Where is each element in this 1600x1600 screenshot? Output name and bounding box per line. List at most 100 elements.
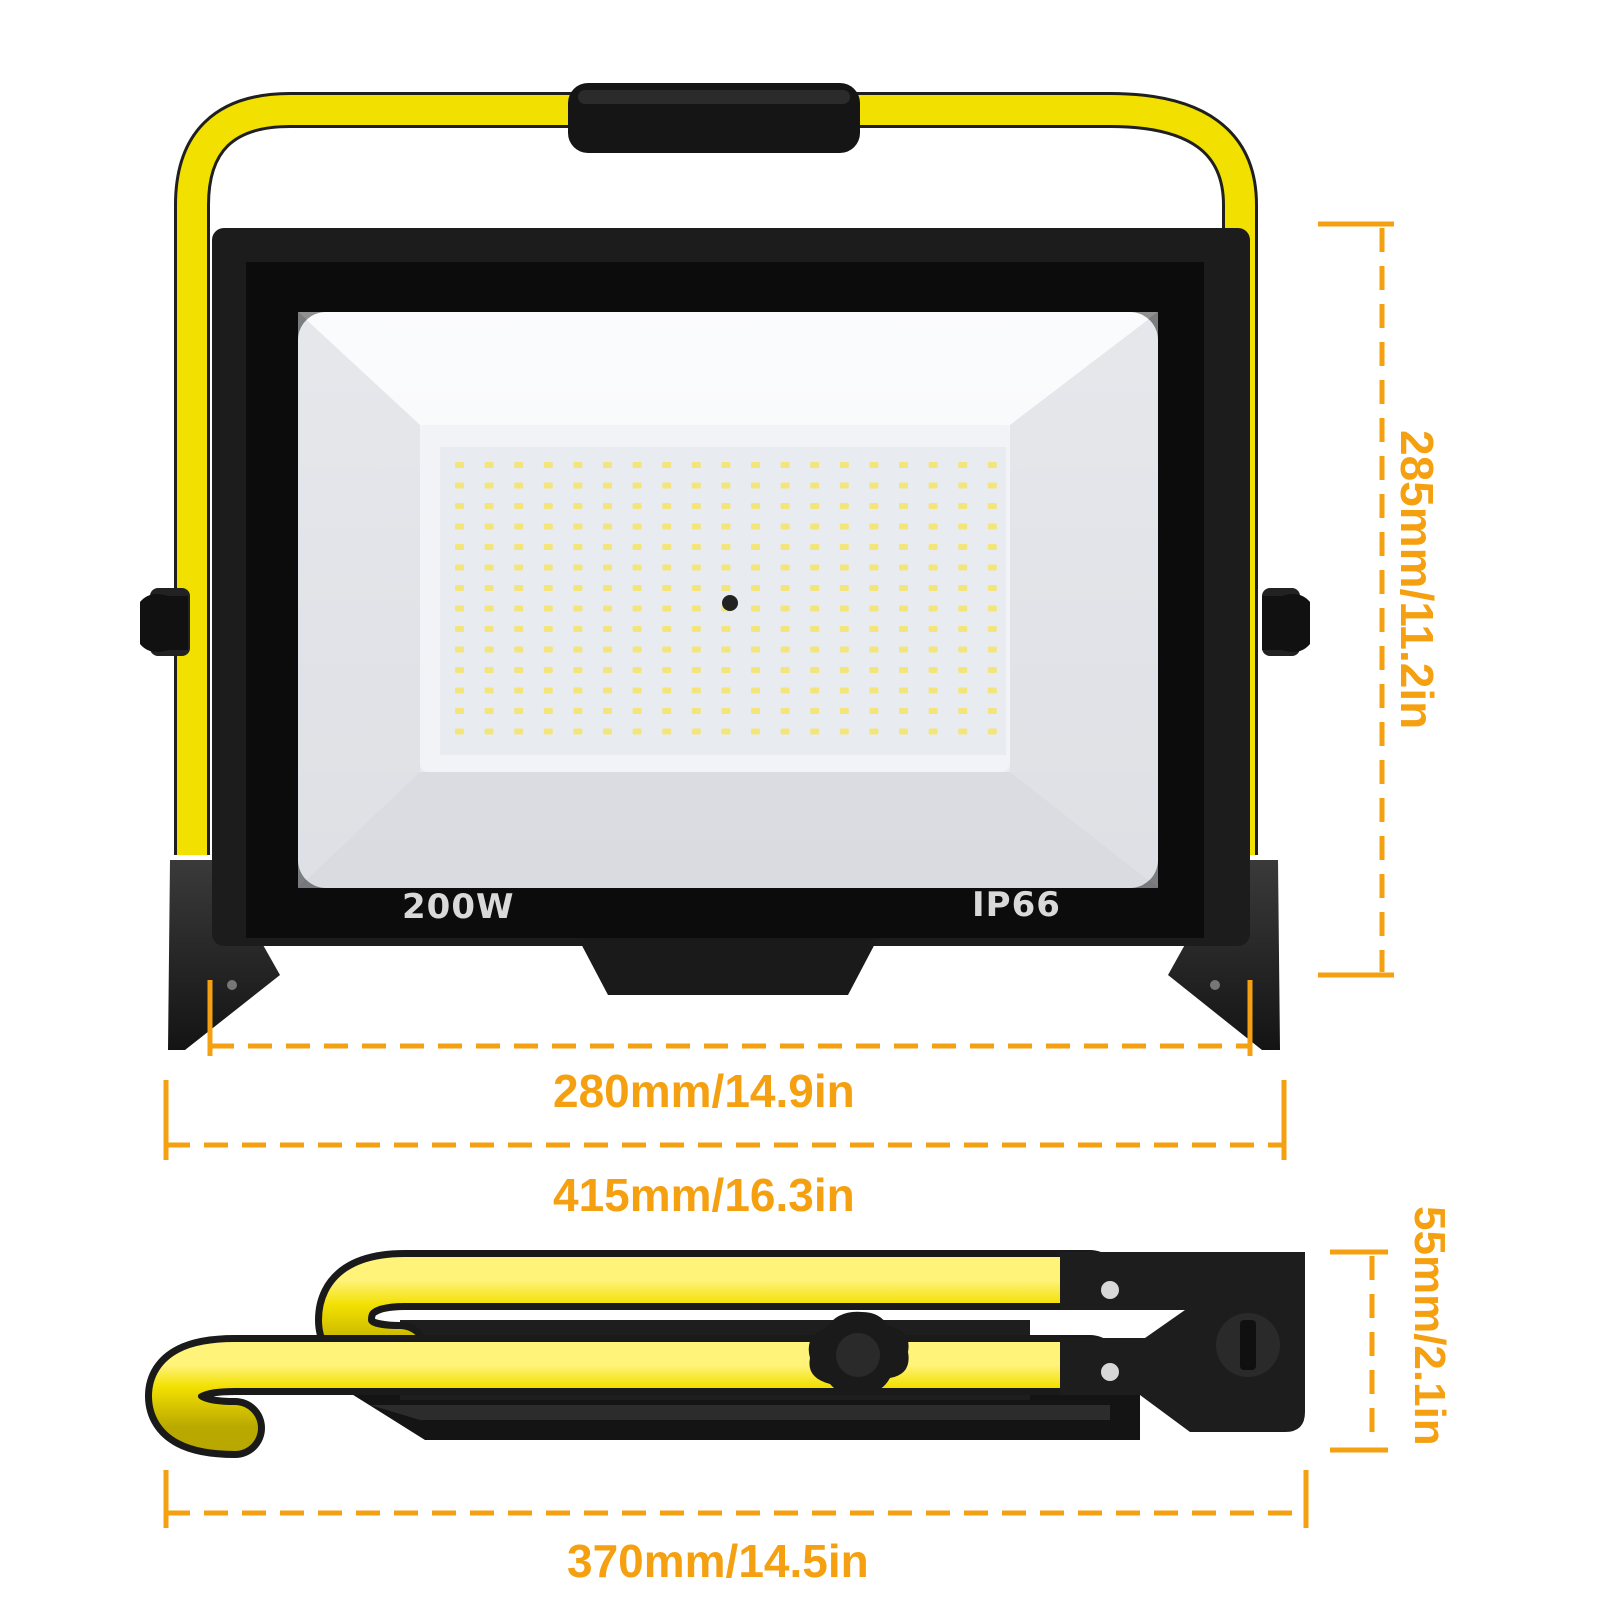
led-chip [484,544,494,550]
led-chip [839,503,849,509]
led-chip [810,687,820,694]
led-chip [603,544,612,550]
led-chip [839,462,849,468]
led-chip [810,626,820,632]
led-chip [484,667,494,673]
led-chip [691,503,701,509]
led-chip [751,523,760,530]
hinge-knob-icon [1216,1313,1280,1377]
led-chip [958,482,968,489]
led-chip [662,708,672,714]
led-chip [899,687,908,694]
led-chip [810,728,820,735]
led-chip [958,585,968,591]
led-chip [751,626,760,632]
led-chip [987,708,997,714]
led-chip [573,646,583,653]
led-chip [780,605,790,612]
led-chip [573,482,583,489]
led-chip [839,523,849,530]
led-chip [810,482,820,489]
led-chip [899,728,908,735]
folded-lower-tube [151,1342,1113,1451]
led-chip [987,482,997,489]
led-chip [928,646,938,653]
led-chip [899,482,908,489]
led-chip [987,605,997,612]
led-chip [721,585,731,591]
led-chip [839,544,849,550]
led-chip [484,482,494,489]
led-chip [928,482,938,489]
led-chip [810,605,820,612]
led-chip [691,523,701,530]
led-chip [928,564,938,571]
hinge-bracket [1060,1252,1305,1432]
led-chip [514,667,524,673]
led-chip [603,728,612,735]
led-chip [869,462,879,468]
led-chip [543,482,553,489]
led-chip [839,687,849,694]
led-chip [603,585,612,591]
led-chip [632,728,642,735]
led-chip [839,482,849,489]
led-chip [455,605,464,612]
led-chip [573,462,583,468]
led-chip [691,462,701,468]
led-chip [780,544,790,550]
led-chip [603,564,612,571]
led-chip [632,482,642,489]
led-chip [662,626,672,632]
led-chip [543,626,553,632]
led-chip [691,667,701,673]
led-chip [543,585,553,591]
led-chip [484,564,494,571]
led-chip [780,687,790,694]
led-chip [899,646,908,653]
led-chip [958,605,968,612]
led-chip [484,646,494,653]
led-chip [810,708,820,714]
led-chip [839,605,849,612]
led-chip [543,503,553,509]
led-chip [514,585,524,591]
led-chip [514,523,524,530]
led-chip [662,646,672,653]
led-chip [662,503,672,509]
led-chip [543,544,553,550]
led-chip [751,503,760,509]
led-chip [603,687,612,694]
left-foot [168,860,280,1050]
led-chip [751,482,760,489]
led-chip [958,728,968,735]
led-chip [484,708,494,714]
led-chip [603,708,612,714]
led-chip [573,626,583,632]
led-chip [514,728,524,735]
led-chip [721,687,731,694]
led-chip [455,728,464,735]
led-chip [899,667,908,673]
led-chip [869,646,879,653]
led-chip [899,462,908,468]
led-chip [632,687,642,694]
led-chip [514,462,524,468]
led-chip [987,523,997,530]
led-chip [573,523,583,530]
led-chip [751,667,760,673]
led-chip [958,544,968,550]
led-chip [514,503,524,509]
led-chip [691,646,701,653]
led-chip [455,462,464,468]
led-chip [987,462,997,468]
led-chip [662,728,672,735]
led-chip [810,503,820,509]
led-chip [958,462,968,468]
led-chip [987,585,997,591]
led-chip [603,482,612,489]
led-chip [869,544,879,550]
led-chip [514,482,524,489]
led-chip [662,687,672,694]
led-chip [455,708,464,714]
